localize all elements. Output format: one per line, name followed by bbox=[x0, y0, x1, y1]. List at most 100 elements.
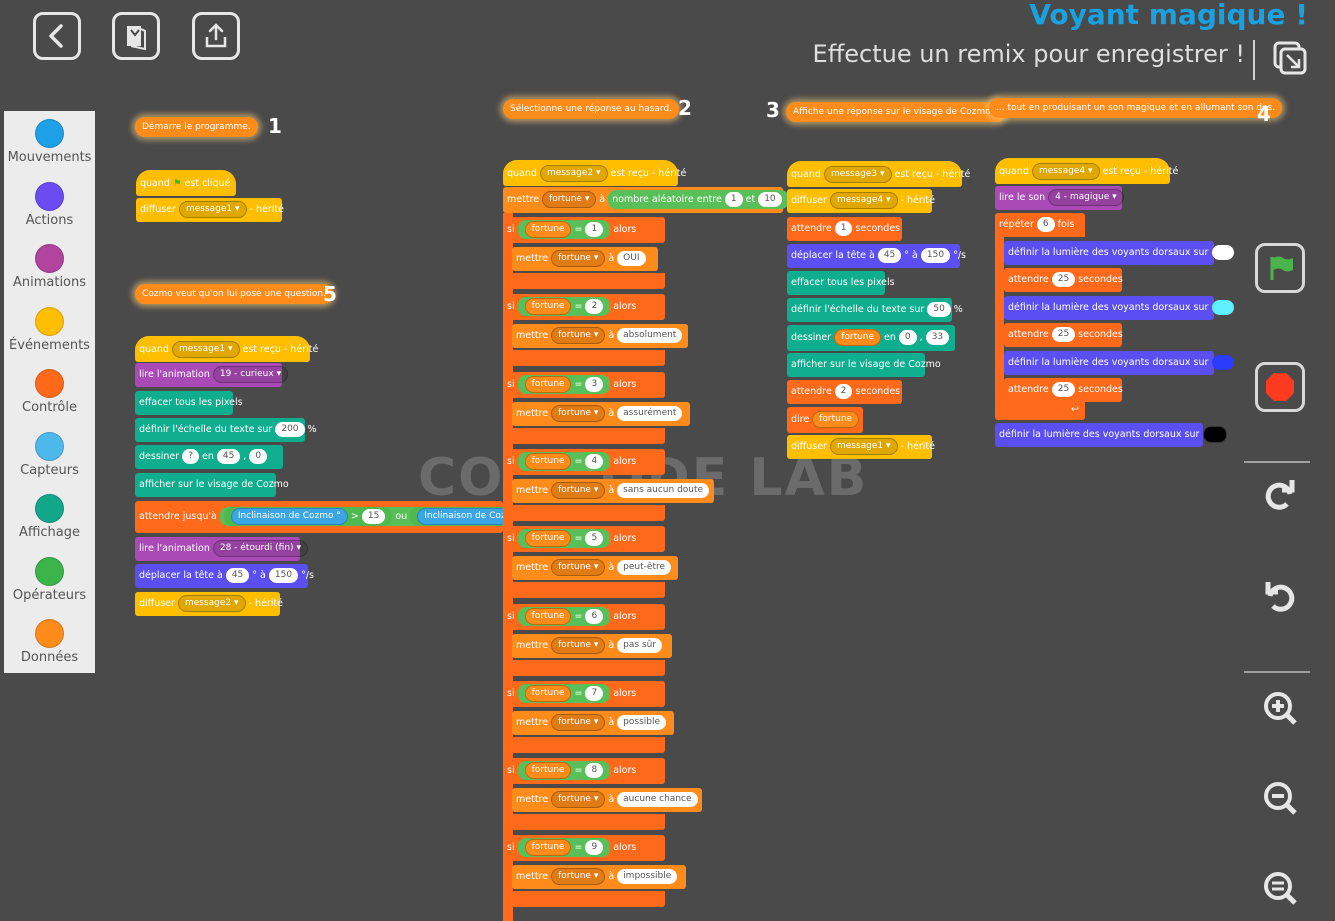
if-fortune-block[interactable]: si fortune=6 alors bbox=[503, 603, 665, 630]
set-backlight-block[interactable]: définir la lumière des voyants dorsaux s… bbox=[1004, 241, 1235, 265]
set-backlight-block[interactable]: définir la lumière des voyants dorsaux s… bbox=[1004, 351, 1235, 375]
color-swatch[interactable] bbox=[1203, 426, 1228, 443]
palette-category[interactable]: Événements bbox=[4, 306, 95, 353]
color-swatch[interactable] bbox=[1212, 355, 1235, 370]
set-backlight-block[interactable]: définir la lumière des voyants dorsaux s… bbox=[1004, 296, 1235, 320]
if-fortune-block[interactable]: si fortune=9 alors bbox=[503, 835, 665, 862]
if-fortune-block[interactable]: si fortune=2 alors bbox=[503, 294, 665, 321]
equals-operator[interactable]: fortune=6 bbox=[517, 606, 611, 626]
random-min-input[interactable]: 1 bbox=[724, 192, 743, 207]
fortune-reporter-2[interactable]: fortune bbox=[812, 411, 860, 428]
message-dropdown-6[interactable]: message1 ▾ bbox=[829, 438, 898, 455]
color-swatch[interactable] bbox=[1212, 300, 1235, 315]
palette-category[interactable]: Actions bbox=[4, 181, 95, 228]
fortune-reporter[interactable]: fortune bbox=[524, 607, 572, 625]
draw-text-input[interactable]: ? bbox=[182, 449, 199, 464]
wait-input[interactable]: 25 bbox=[1051, 327, 1076, 342]
back-button[interactable] bbox=[33, 12, 81, 60]
comment-note-5[interactable]: Cozmo veut qu'on lui pose une question. bbox=[135, 284, 333, 304]
variable-dropdown[interactable]: fortune ▾ bbox=[551, 713, 606, 731]
wait-until-block[interactable]: attendre jusqu'à Inclinaison de Cozmo °>… bbox=[135, 501, 503, 533]
random-max-input[interactable]: 10 bbox=[758, 192, 782, 207]
if-fortune-block[interactable]: si fortune=8 alors bbox=[503, 758, 665, 785]
if-fortune-block[interactable]: si fortune=1 alors bbox=[503, 217, 665, 243]
answer-input[interactable]: pas sûr bbox=[617, 637, 663, 653]
message-dropdown-3[interactable]: message2 ▾ bbox=[539, 165, 608, 182]
variable-dropdown[interactable]: fortune ▾ bbox=[551, 868, 606, 886]
set-backlight-block-final[interactable]: définir la lumière des voyants dorsaux s… bbox=[995, 423, 1228, 447]
scale-input[interactable]: 200 bbox=[275, 422, 305, 437]
equals-operator[interactable]: fortune=3 bbox=[517, 374, 611, 394]
palette-category[interactable]: Mouvements bbox=[4, 119, 95, 165]
when-flag-clicked-block[interactable]: quand ⚑ est cliqué bbox=[136, 170, 236, 196]
draw-y-input[interactable]: 0 bbox=[249, 449, 268, 464]
if-fortune-block[interactable]: si fortune=3 alors bbox=[503, 371, 665, 398]
message-dropdown-7[interactable]: message4 ▾ bbox=[1031, 163, 1100, 180]
draw-y-input-2[interactable]: 33 bbox=[925, 330, 950, 345]
answer-input[interactable]: impossible bbox=[617, 869, 678, 885]
fortune-reporter[interactable]: fortune bbox=[524, 762, 572, 780]
equals-operator[interactable]: fortune=2 bbox=[517, 297, 611, 317]
fortune-reporter[interactable]: fortune bbox=[834, 329, 882, 346]
palette-category[interactable]: Affichage bbox=[4, 494, 95, 540]
fortune-reporter[interactable]: fortune bbox=[524, 375, 572, 393]
color-swatch[interactable] bbox=[1212, 245, 1235, 260]
palette-category[interactable]: Contrôle bbox=[4, 369, 95, 415]
equals-operator[interactable]: fortune=9 bbox=[517, 838, 611, 858]
animation-dropdown-2[interactable]: 28 - étourdi (fin) ▾ bbox=[212, 540, 308, 557]
if-fortune-block[interactable]: si fortune=7 alors bbox=[503, 680, 665, 707]
greater-than-operator[interactable]: Inclinaison de Cozmo °>15 bbox=[223, 507, 393, 526]
head-speed-input-2[interactable]: 150 bbox=[920, 248, 951, 263]
equals-operator[interactable]: fortune=8 bbox=[517, 761, 611, 781]
answer-input[interactable]: possible bbox=[617, 714, 667, 730]
compare-value-input[interactable]: 5 bbox=[585, 531, 604, 547]
message-dropdown-4[interactable]: message3 ▾ bbox=[823, 166, 892, 183]
if-fortune-block[interactable]: si fortune=4 alors bbox=[503, 448, 665, 475]
share-button[interactable] bbox=[192, 12, 240, 60]
second-condition[interactable]: Inclinaison de Coz bbox=[410, 507, 503, 526]
variable-dropdown[interactable]: fortune ▾ bbox=[542, 191, 597, 208]
run-flag-button[interactable] bbox=[1255, 243, 1305, 293]
palette-category[interactable]: Capteurs bbox=[4, 431, 95, 478]
clear-pixels-block-2[interactable]: effacer tous les pixels bbox=[787, 271, 895, 295]
comment-note-2[interactable]: Sélectionne une réponse au hasard. bbox=[503, 99, 680, 119]
answer-input[interactable]: assurément bbox=[617, 405, 683, 421]
palette-category[interactable]: Données bbox=[4, 619, 95, 665]
compare-value-input[interactable]: 6 bbox=[585, 608, 604, 624]
sound-dropdown[interactable]: 4 - magique ▾ bbox=[1048, 189, 1124, 206]
answer-input[interactable]: OUI bbox=[617, 251, 646, 266]
undo-button[interactable] bbox=[1258, 576, 1302, 620]
repeat-count-input[interactable]: 6 bbox=[1036, 217, 1055, 232]
draw-x-input[interactable]: 45 bbox=[216, 449, 241, 464]
tilt-sensor-reporter[interactable]: Inclinaison de Cozmo ° bbox=[230, 508, 348, 525]
wait-input[interactable]: 25 bbox=[1051, 382, 1076, 397]
equals-operator[interactable]: fortune=1 bbox=[517, 220, 611, 239]
fortune-reporter[interactable]: fortune bbox=[524, 530, 572, 548]
message-dropdown[interactable]: message1 ▾ bbox=[178, 201, 247, 218]
compare-value-input[interactable]: 3 bbox=[585, 376, 604, 392]
zoom-reset-button[interactable] bbox=[1258, 866, 1302, 910]
